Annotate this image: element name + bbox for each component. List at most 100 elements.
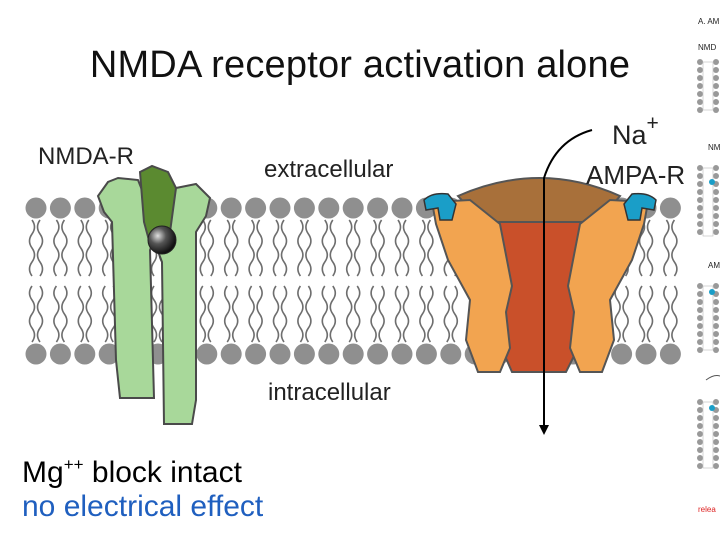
- lipid-tail: [199, 285, 207, 343]
- lipid-tail: [638, 219, 646, 277]
- lipid-tail: [329, 285, 337, 343]
- caption-no-effect: no electrical effect: [22, 490, 264, 523]
- thumbnail-lipid-head: [697, 331, 703, 337]
- lipid-head: [293, 343, 315, 365]
- lipid-tail: [53, 285, 60, 343]
- lipid-head: [440, 343, 462, 365]
- thumbnail-membranes: [697, 59, 719, 469]
- lipid-tail: [28, 285, 36, 343]
- lipid-tail: [394, 219, 402, 277]
- thumbnail-lipid-head: [697, 165, 703, 171]
- lipid-tail: [394, 285, 402, 343]
- thumbnail-lipid-head: [697, 67, 703, 73]
- thumbnail-lipid-head: [697, 221, 703, 227]
- lipid-tail: [101, 219, 109, 277]
- thumbnail-lipid-head: [697, 213, 703, 219]
- lipid-tail: [53, 219, 60, 277]
- lipid-tail: [305, 285, 312, 343]
- lipid-tail: [256, 285, 263, 343]
- lipid-tail: [321, 219, 329, 277]
- lipid-head: [367, 343, 389, 365]
- thumbnail-lipid-head: [697, 283, 703, 289]
- thumbnail-lipid-head: [713, 339, 719, 345]
- lipid-tail: [370, 219, 377, 277]
- lipid-tail: [36, 285, 44, 343]
- thumbnail-lipid-head: [713, 323, 719, 329]
- thumbnail-lipid-tails: [702, 167, 714, 237]
- thumbnail-lipid-head: [713, 197, 719, 203]
- lipid-tail: [256, 219, 263, 277]
- thumbnail-lipid-head: [713, 331, 719, 337]
- thumbnail-lipid-head: [713, 455, 719, 461]
- thumbnail-lipid-head: [713, 173, 719, 179]
- lipid-tail: [321, 285, 329, 343]
- lipid-tail: [671, 285, 678, 343]
- thumbnail-lipid-head: [713, 107, 719, 113]
- lipid-head: [245, 197, 267, 219]
- lipid-tail: [61, 219, 68, 277]
- thumbnail-lipid-head: [713, 83, 719, 89]
- thumbnail-lipid-head: [713, 189, 719, 195]
- lipid-head: [635, 343, 657, 365]
- thumbnail-lipid-head: [697, 299, 703, 305]
- sodium-flow-arrow: [539, 129, 593, 435]
- lipid-tail: [419, 219, 426, 277]
- magnesium-ion: [147, 225, 177, 255]
- thumbnail-lipid-head: [713, 165, 719, 171]
- caption-block-intact: block intact: [83, 456, 242, 489]
- thumbnail-binding-site: [709, 179, 715, 185]
- thumbnail-lipid-head: [713, 213, 719, 219]
- thumbnail-lipid-head: [697, 347, 703, 353]
- thumbnail-lipid-head: [697, 197, 703, 203]
- lipid-tail: [207, 285, 215, 343]
- thumbnail-lipid-tails: [702, 285, 714, 351]
- thumbnail-lipid-head: [713, 99, 719, 105]
- thumbnail-lipid-head: [697, 107, 703, 113]
- thumbnail-lipid-head: [713, 447, 719, 453]
- thumbnail-lipid-head: [697, 307, 703, 313]
- nmda-receptor-label: NMDA-R: [38, 143, 134, 170]
- thumbnail-lipid-head: [713, 431, 719, 437]
- thumbnail-lipid-head: [697, 205, 703, 211]
- lipid-head: [74, 343, 96, 365]
- thumbnail-lipid-head: [713, 463, 719, 469]
- thumbnail-text-a: A. AM: [698, 17, 720, 26]
- ampa-receptor-label: AMPA-R: [586, 160, 685, 190]
- lipid-head: [318, 197, 340, 219]
- lipid-head: [659, 343, 681, 365]
- lipid-head: [415, 343, 437, 365]
- lipid-tail: [427, 285, 434, 343]
- thumbnail-lipid-head: [697, 415, 703, 421]
- thumbnail-lipid-head: [697, 431, 703, 437]
- thumbnail-lipid-head: [713, 299, 719, 305]
- thumbnail-lipid-head: [697, 229, 703, 235]
- lipid-tail: [223, 285, 231, 343]
- lipid-head: [342, 197, 364, 219]
- slide-title: NMDA receptor activation alone: [89, 44, 631, 86]
- lipid-head: [391, 343, 413, 365]
- thumbnail-lipid-head: [713, 347, 719, 353]
- lipid-tail: [402, 219, 410, 277]
- lipid-tail: [61, 285, 68, 343]
- lipid-head: [245, 343, 267, 365]
- thumbnail-lipid-head: [713, 229, 719, 235]
- thumbnail-panel: A. AM NMD NM AM relea: [690, 0, 720, 540]
- lipid-tail: [345, 285, 353, 343]
- lipid-head: [611, 343, 633, 365]
- thumbnail-lipid-head: [713, 205, 719, 211]
- intracellular-label: intracellular: [268, 379, 391, 406]
- thumbnail-lipid-head: [713, 315, 719, 321]
- lipid-tail: [85, 285, 93, 343]
- lipid-tail: [671, 219, 678, 277]
- thumbnail-lipid-head: [697, 455, 703, 461]
- lipid-head: [220, 197, 242, 219]
- thumbnail-lipid-head: [697, 75, 703, 81]
- lipid-head: [98, 343, 120, 365]
- thumbnail-lipid-head: [697, 91, 703, 97]
- lipid-head: [196, 343, 218, 365]
- lipid-tail: [28, 219, 36, 277]
- lipid-tail: [85, 219, 93, 277]
- thumbnail-lipid-head: [713, 399, 719, 405]
- lipid-head: [342, 343, 364, 365]
